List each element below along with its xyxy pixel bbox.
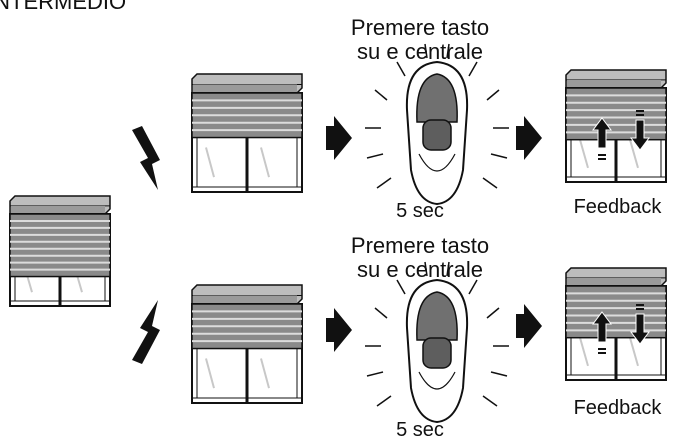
row1-arrow-a (326, 116, 352, 160)
signal-ray (486, 307, 500, 319)
signal-ray (486, 89, 500, 101)
row2-arrow-a (326, 308, 352, 352)
signal-ray (446, 261, 450, 277)
row1-feedback-arrows (592, 110, 650, 160)
signal-ray (424, 43, 428, 59)
signal-ray (468, 61, 478, 77)
arrow-up (592, 311, 612, 343)
signal-ray (490, 153, 508, 159)
row1-instruction-line2: su e centrale (357, 39, 483, 64)
header-title: INTERMEDIO (0, 0, 127, 14)
signal-ray (374, 307, 388, 319)
row1-remote (365, 43, 509, 206)
row1-duration: 5 sec (396, 200, 444, 222)
start-window (9, 195, 111, 307)
row1-feedback-window (565, 69, 667, 183)
signal-ray (482, 395, 498, 407)
signal-ray (490, 371, 508, 377)
row1-arrow-b (516, 116, 542, 160)
signal-ray (446, 43, 450, 59)
row1-instruction-line1: Premere tasto (350, 15, 490, 40)
row2-window (191, 284, 303, 404)
row2-duration: 5 sec (396, 419, 444, 441)
signal-ray (366, 371, 384, 377)
row2-feedback-window (565, 267, 667, 381)
arrow-down (630, 313, 650, 345)
signal-ray (374, 89, 388, 101)
row2-feedback-label: Feedback (573, 397, 662, 419)
center-button (422, 337, 452, 369)
transition-arrow-lower (132, 300, 160, 364)
row2-remote (365, 261, 509, 424)
signal-ray (376, 177, 392, 189)
signal-ray (366, 153, 384, 159)
center-button (422, 119, 452, 151)
transition-arrow-upper (132, 126, 160, 190)
arrow-up (592, 117, 612, 149)
row1-feedback-label: Feedback (573, 196, 662, 218)
signal-ray (482, 177, 498, 189)
row2-arrow-b (516, 304, 542, 348)
signal-ray (396, 61, 406, 77)
shutter-slats (565, 87, 667, 141)
arrow-down (630, 119, 650, 151)
shutter-slats (565, 285, 667, 339)
signal-ray (424, 261, 428, 277)
row2-feedback-arrows (592, 304, 650, 354)
row2-instruction-line1: Premere tasto (350, 233, 490, 258)
row2-instruction-line2: su e centrale (357, 257, 483, 282)
up-button (416, 73, 458, 123)
signal-ray (468, 279, 478, 295)
shutter-slats (9, 213, 111, 278)
signal-ray (376, 395, 392, 407)
row1-window (191, 73, 303, 193)
signal-ray (396, 279, 406, 295)
up-button (416, 291, 458, 341)
